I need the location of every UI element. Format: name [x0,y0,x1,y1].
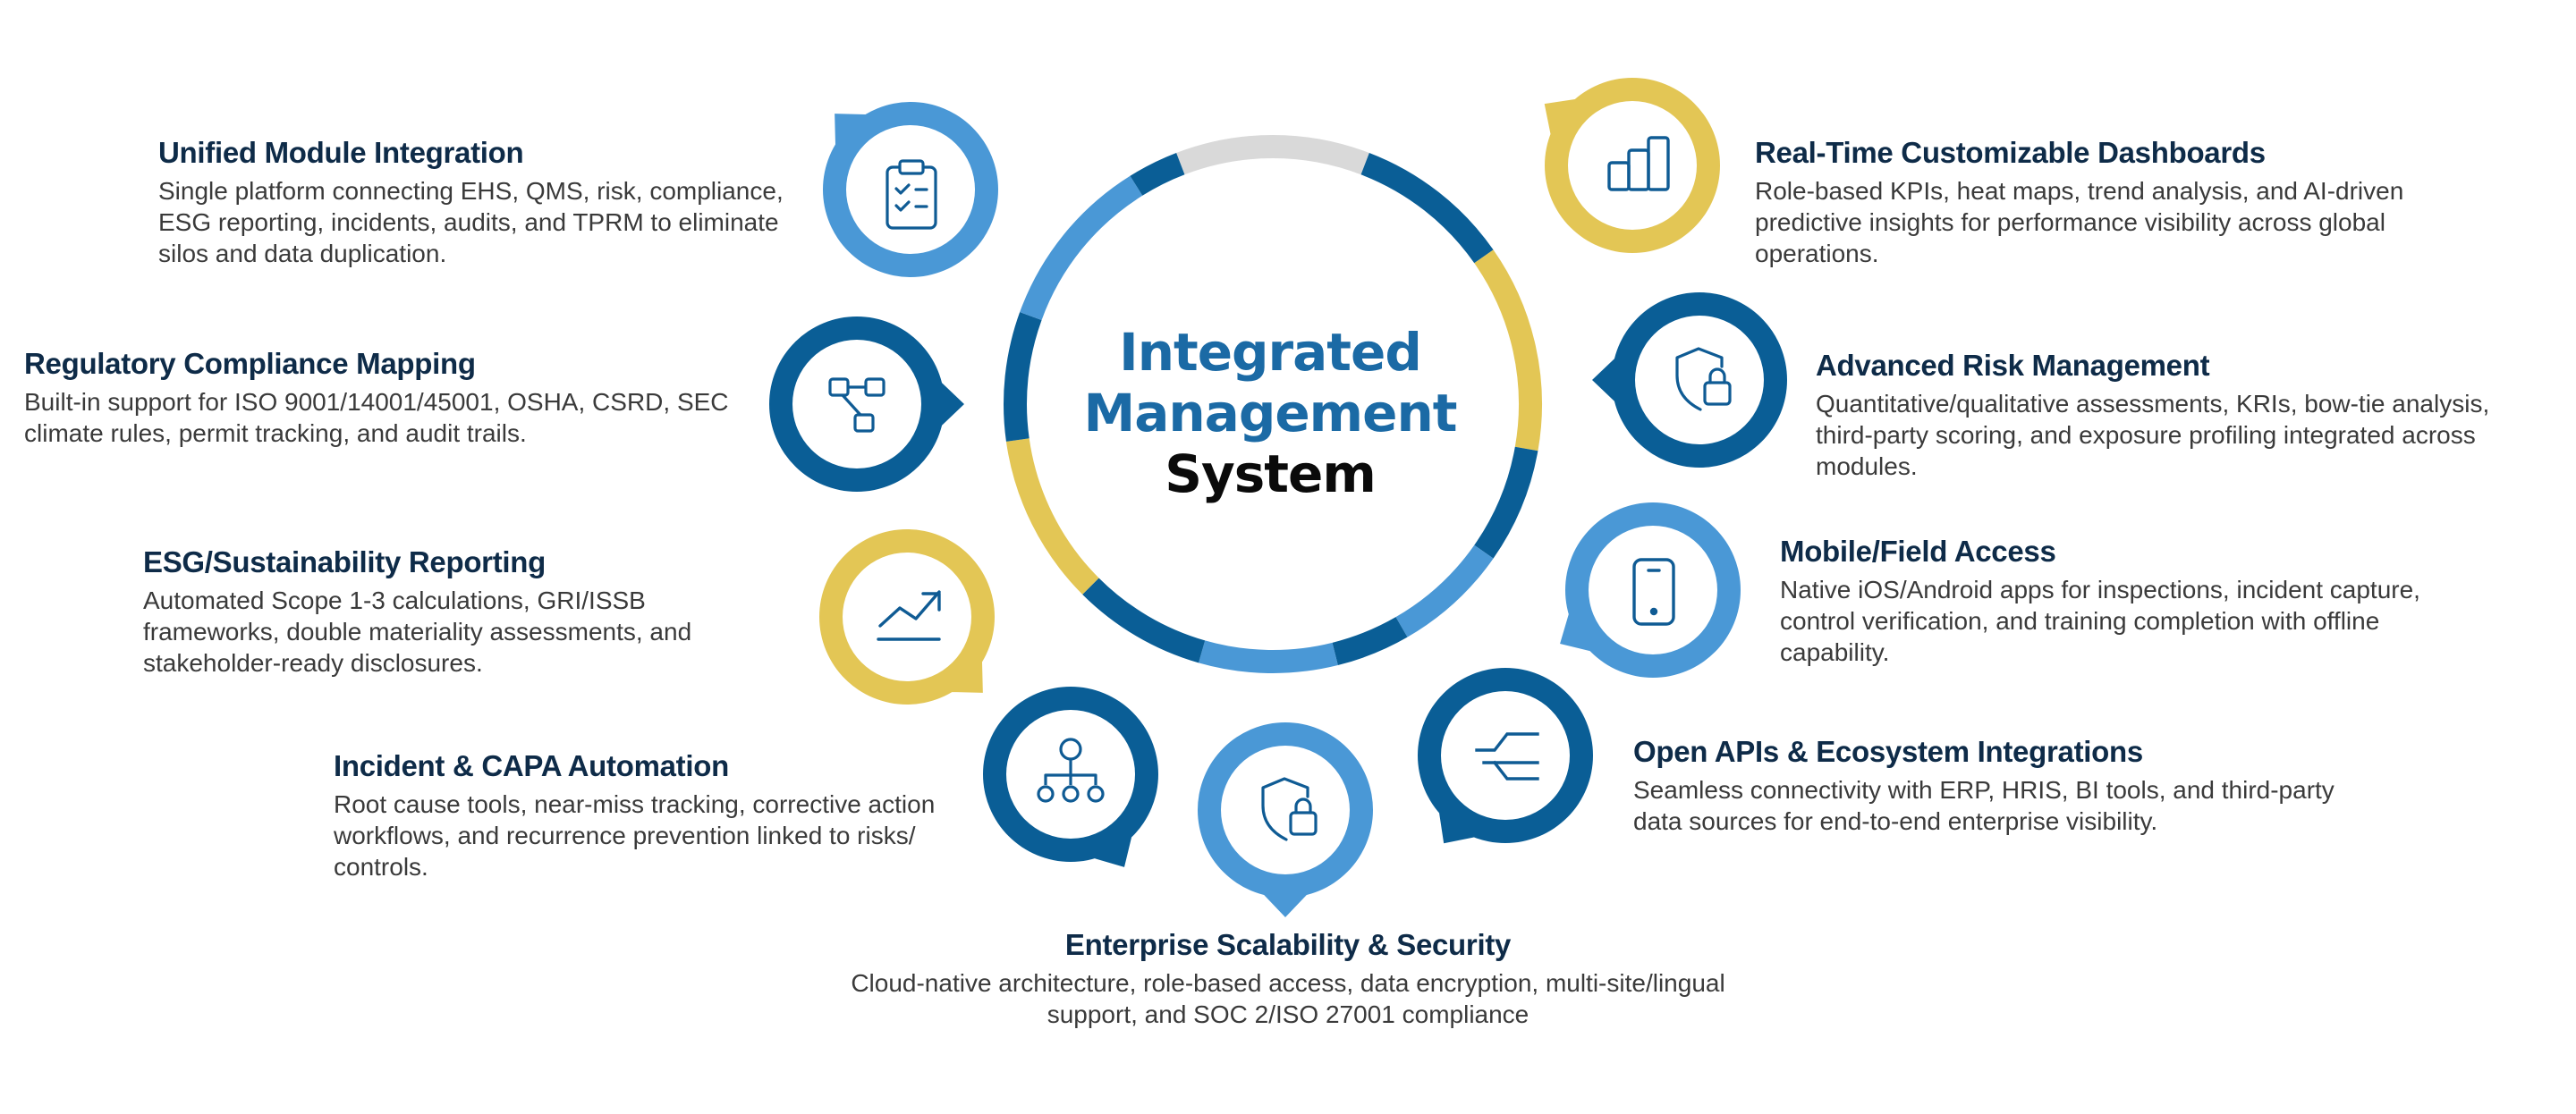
ring-segment [1332,617,1408,666]
description-line: data sources for end-to-end enterprise v… [1633,807,2158,835]
badge-regulatory-compliance-mapping [767,315,964,494]
description-line: controls. [334,853,428,881]
ring-segment [1360,152,1494,264]
badge-advanced-risk-management [1592,291,1789,469]
feature-title: Unified Module Integration [158,136,524,169]
feature-title: ESG/Sustainability Reporting [143,545,546,578]
badge-ring [1592,292,1787,468]
feature-title: Mobile/Field Access [1780,535,2056,568]
badge-ring [983,687,1158,867]
shield-lock-icon [1261,777,1318,841]
feature-description: Single platform connecting EHS, QMS, ris… [158,175,838,269]
description-line: workflows, and recurrence prevention lin… [334,822,916,849]
center-title-line1: Integrated [1119,322,1422,383]
description-line: Root cause tools, near-miss tracking, co… [334,790,936,818]
badge-ring [1418,668,1593,844]
feature-title: Open APIs & Ecosystem Integrations [1633,735,2143,768]
feature-description: Root cause tools, near-miss tracking, co… [334,789,987,882]
badge-ring [1544,78,1720,253]
feature-title: Incident & CAPA Automation [334,749,729,782]
api-branch-icon [1475,732,1539,781]
description-line: silos and data duplication. [158,240,447,267]
feature-incident-capa-automation: Incident & CAPA Automation Root cause to… [334,749,987,882]
feature-description: Native iOS/Android apps for inspections,… [1780,574,2549,668]
feature-description: Cloud-native architecture, role-based ac… [751,967,1825,1030]
badge-ring [1560,502,1741,678]
badge-esg-sustainability-reporting [818,527,996,706]
description-line: frameworks, double materiality assessmen… [143,618,692,646]
center-title-line2: Management [1083,383,1458,443]
description-line: Cloud-native architecture, role-based ac… [851,969,1725,997]
description-line: third-party scoring, and exposure profil… [1816,421,2476,449]
feature-real-time-customizable-dashboards: Real-Time Customizable Dashboards Role-b… [1755,136,2542,269]
bar-chart-icon [1607,136,1670,191]
description-line: control verification, and training compl… [1780,607,2380,635]
feature-description: Quantitative/qualitative assessments, KR… [1816,388,2576,482]
mobile-phone-icon [1632,558,1675,626]
center-title: Integrated Management System [1002,322,1538,504]
ring-segment [1474,249,1542,452]
description-line: climate rules, permit tracking, and audi… [24,419,527,447]
feature-regulatory-compliance-mapping: Regulatory Compliance Mapping Built-in s… [24,347,775,449]
badge-ring [1198,722,1373,917]
feature-title: Advanced Risk Management [1816,349,2210,382]
description-line: Native iOS/Android apps for inspections,… [1780,576,2420,603]
feature-open-apis-ecosystem-integrations: Open APIs & Ecosystem Integrations Seaml… [1633,735,2438,837]
clipboard-checklist-icon [886,159,937,230]
ring-segment [1395,544,1494,637]
feature-advanced-risk-management: Advanced Risk Management Quantitative/qu… [1816,349,2576,482]
badge-ring [823,102,998,277]
description-line: ESG reporting, incidents, audits, and TP… [158,208,779,236]
badge-unified-module-integration [821,100,1000,279]
description-line: capability. [1780,638,1890,666]
description-line: Single platform connecting EHS, QMS, ris… [158,177,784,205]
trend-up-icon [877,590,941,641]
feature-description: Built-in support for ISO 9001/14001/4500… [24,386,775,449]
description-line: Quantitative/qualitative assessments, KR… [1816,390,2490,418]
hierarchy-icon [1037,738,1105,803]
feature-esg-sustainability-reporting: ESG/Sustainability Reporting Automated S… [143,545,805,679]
description-line: Seamless connectivity with ERP, HRIS, BI… [1633,776,2334,804]
badge-enterprise-scalability-security [1196,721,1375,917]
description-line: modules. [1816,452,1918,480]
description-line: support, and SOC 2/ISO 27001 compliance [1046,1000,1530,1028]
ring-segment [1005,438,1099,595]
badge-ring [819,529,995,705]
ring-segment [1130,152,1185,196]
ring-segment [1199,640,1338,673]
workflow-nodes-icon [828,377,886,433]
ring-segment [1474,446,1538,559]
badge-mobile-field-access [1560,501,1742,679]
ring-segment [1020,175,1143,321]
feature-title: Enterprise Scalability & Security [1064,928,1512,961]
shield-lock-icon [1675,347,1732,411]
badge-open-apis-ecosystem-integrations [1416,666,1595,845]
feature-mobile-field-access: Mobile/Field Access Native iOS/Android a… [1780,535,2549,668]
feature-enterprise-scalability-security: Enterprise Scalability & Security Cloud-… [751,928,1825,1030]
badge-ring [769,316,964,492]
center-title-line3: System [1165,443,1377,504]
badge-real-time-customizable-dashboards [1543,76,1722,255]
ring-segment [1176,135,1369,175]
feature-description: Role-based KPIs, heat maps, trend analys… [1755,175,2542,269]
description-line: Automated Scope 1-3 calculations, GRI/IS… [143,587,646,614]
feature-unified-module-integration: Unified Module Integration Single platfo… [158,136,838,269]
feature-description: Automated Scope 1-3 calculations, GRI/IS… [143,585,805,679]
ring-segment [1004,312,1042,442]
description-line: stakeholder-ready disclosures. [143,649,483,677]
description-line: Built-in support for ISO 9001/14001/4500… [24,388,729,416]
description-line: predictive insights for performance visi… [1755,208,2385,236]
ring-segment [1082,578,1206,663]
badge-incident-capa-automation [981,685,1160,867]
feature-title: Regulatory Compliance Mapping [24,347,476,380]
description-line: Role-based KPIs, heat maps, trend analys… [1755,177,2404,205]
feature-description: Seamless connectivity with ERP, HRIS, BI… [1633,774,2438,837]
description-line: operations. [1755,240,1879,267]
feature-title: Real-Time Customizable Dashboards [1755,136,2266,169]
